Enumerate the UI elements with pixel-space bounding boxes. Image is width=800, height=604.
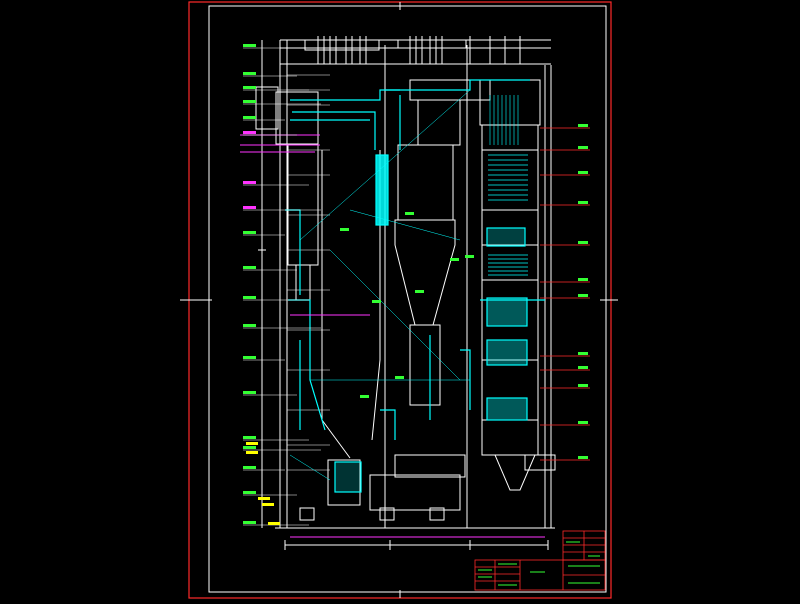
sheet-frame — [180, 1, 618, 599]
inner-border — [208, 5, 607, 593]
left-callouts — [243, 44, 321, 526]
component-tag — [405, 212, 414, 215]
component-tag — [268, 522, 280, 525]
riser-duct — [375, 154, 389, 226]
callout-tag — [243, 44, 256, 47]
callout-tag — [243, 521, 256, 524]
component-tag — [258, 497, 270, 500]
callout-tag — [578, 352, 588, 355]
component-tag — [395, 376, 404, 379]
callout-tag — [243, 466, 256, 469]
callout-tag — [243, 131, 256, 134]
callout-tag — [243, 266, 256, 269]
component-tag — [340, 228, 349, 231]
callout-tag — [243, 100, 256, 103]
title-block — [474, 530, 606, 591]
callout-tag — [243, 324, 256, 327]
callout-tag — [578, 241, 588, 244]
callout-tag — [243, 391, 256, 394]
callout-tag — [578, 421, 588, 424]
component-tag — [360, 395, 369, 398]
callout-tag — [578, 294, 588, 297]
callout-tag — [243, 436, 256, 439]
callout-tag — [578, 201, 588, 204]
floor-grid-lines — [287, 74, 330, 471]
component-tag — [450, 258, 459, 261]
component-tag — [415, 290, 424, 293]
callout-tag — [243, 206, 256, 209]
callout-tag — [243, 446, 256, 449]
component-tag — [246, 451, 258, 454]
component-tags — [246, 212, 474, 525]
callout-tag — [243, 116, 256, 119]
title-block-hatching — [478, 541, 600, 586]
callout-tag — [578, 366, 588, 369]
callout-tag — [578, 124, 588, 127]
callout-tag — [243, 491, 256, 494]
tube-banks — [488, 95, 528, 276]
pipe-network — [285, 79, 545, 493]
callout-tag — [243, 181, 256, 184]
component-tag — [465, 255, 474, 258]
callout-tag — [578, 278, 588, 281]
callout-tag — [243, 231, 256, 234]
component-tag — [372, 300, 381, 303]
callout-tag — [243, 356, 256, 359]
callout-tag — [578, 171, 588, 174]
callout-tag — [578, 456, 588, 459]
right-callouts — [540, 124, 590, 461]
callout-tag — [243, 296, 256, 299]
callout-tag — [578, 384, 588, 387]
callout-tag — [578, 146, 588, 149]
callout-tag — [243, 86, 256, 89]
component-tag — [246, 442, 258, 445]
roof-pipe-stubs — [317, 36, 521, 64]
callout-tag — [243, 72, 256, 75]
component-tag — [262, 503, 274, 506]
